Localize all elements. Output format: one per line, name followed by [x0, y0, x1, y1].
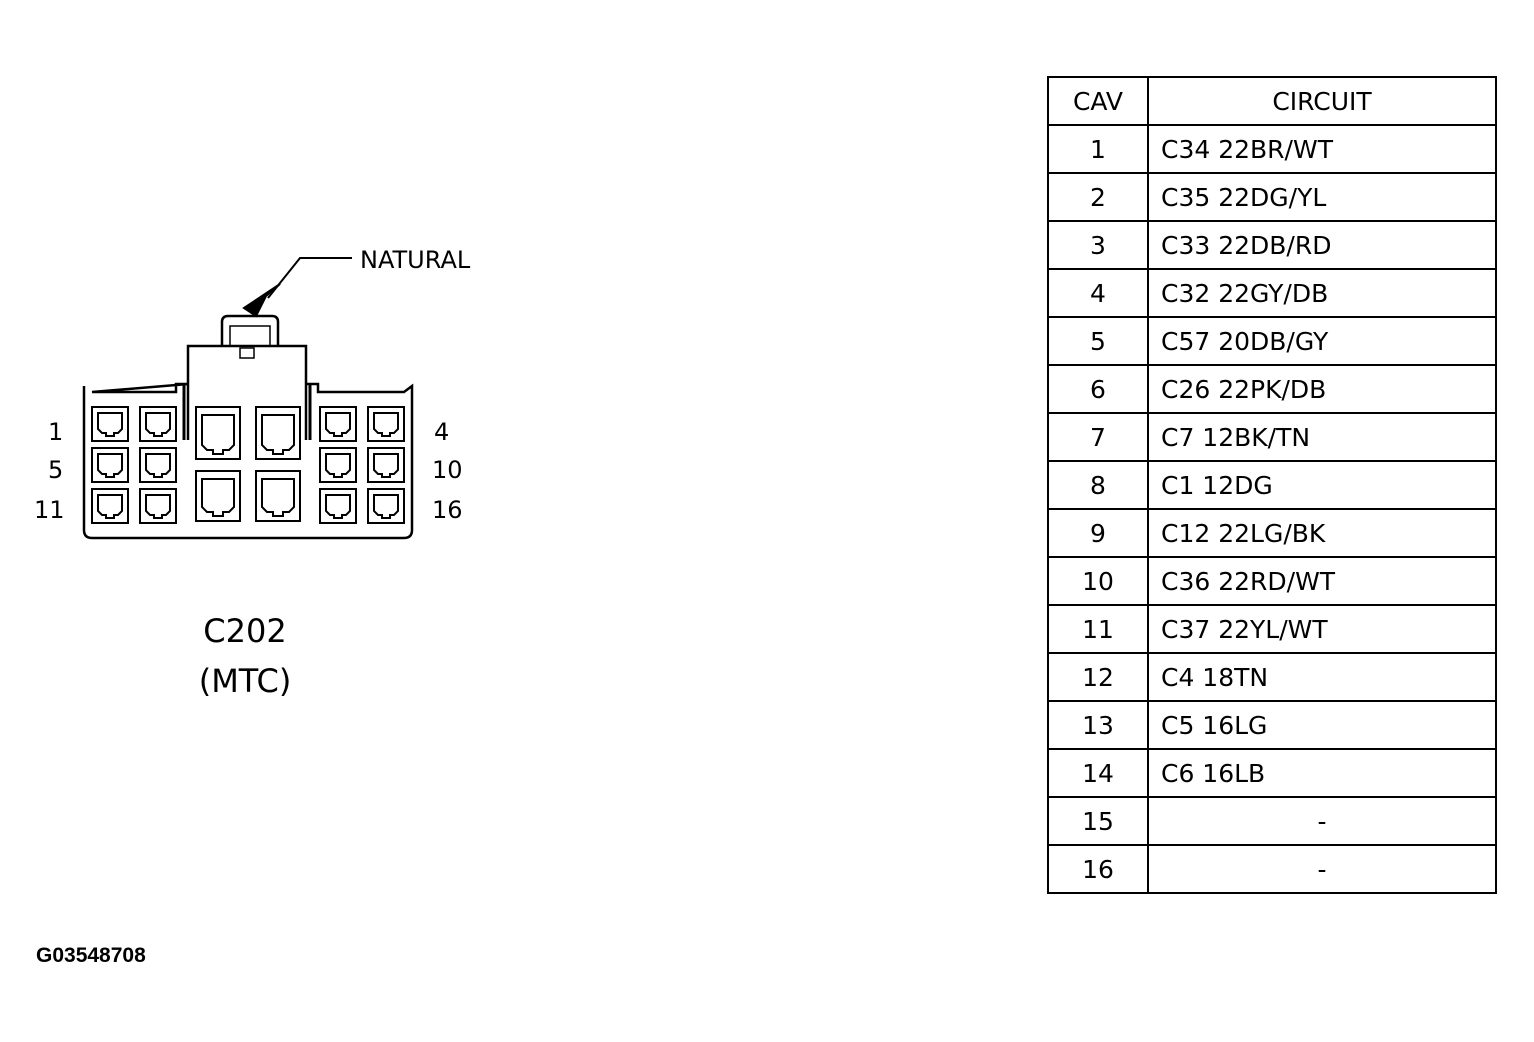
- circuit-value: C36 22RD/WT: [1147, 556, 1497, 606]
- pin-label-4: 4: [434, 418, 449, 446]
- table-row: 15-: [1047, 796, 1497, 846]
- circuit-value: -: [1147, 844, 1497, 894]
- cav-number: 11: [1047, 604, 1149, 654]
- circuit-value: C34 22BR/WT: [1147, 124, 1497, 174]
- cavity-grid: [91, 406, 405, 524]
- pin-label-5: 5: [48, 456, 63, 484]
- cav-number: 2: [1047, 172, 1149, 222]
- circuit-value: C5 16LG: [1147, 700, 1497, 750]
- cavity-terminal: [319, 447, 357, 483]
- housing-body: [82, 382, 414, 540]
- cavity-terminal: [91, 488, 129, 524]
- pointer-arrowhead: [242, 283, 281, 318]
- cav-number: 15: [1047, 796, 1149, 846]
- cav-number: 3: [1047, 220, 1149, 270]
- cavity-terminal: [319, 488, 357, 524]
- cav-number: 5: [1047, 316, 1149, 366]
- cavity-terminal: [139, 447, 177, 483]
- circuit-value: C6 16LB: [1147, 748, 1497, 798]
- pin-label-1: 1: [48, 418, 63, 446]
- cav-number: 10: [1047, 556, 1149, 606]
- connector-name: C202: [203, 612, 286, 650]
- cavity-terminal: [367, 447, 405, 483]
- circuit-value: C1 12DG: [1147, 460, 1497, 510]
- connector-variant: (MTC): [199, 662, 292, 700]
- connector-housing: [82, 314, 414, 540]
- circuit-value: C32 22GY/DB: [1147, 268, 1497, 318]
- cav-number: 1: [1047, 124, 1149, 174]
- table-row: 16-: [1047, 844, 1497, 894]
- cav-number: 7: [1047, 412, 1149, 462]
- pin-label-16: 16: [432, 496, 463, 524]
- pin-label-10: 10: [432, 456, 463, 484]
- header-cav: CAV: [1047, 76, 1149, 126]
- cavity-terminal: [91, 406, 129, 442]
- table-header-row: CAV CIRCUIT: [1047, 76, 1497, 126]
- cavity-terminal-large: [195, 406, 241, 460]
- cav-number: 9: [1047, 508, 1149, 558]
- header-circuit: CIRCUIT: [1147, 76, 1497, 126]
- circuit-value: C33 22DB/RD: [1147, 220, 1497, 270]
- cav-number: 12: [1047, 652, 1149, 702]
- circuit-value: C26 22PK/DB: [1147, 364, 1497, 414]
- cav-number: 8: [1047, 460, 1149, 510]
- cav-number: 14: [1047, 748, 1149, 798]
- cavity-terminal-large: [195, 470, 241, 522]
- cavity-terminal: [367, 488, 405, 524]
- natural-label: NATURAL: [360, 246, 471, 274]
- center-block: [186, 344, 308, 440]
- natural-pointer: [242, 257, 352, 318]
- lock-tab: [220, 314, 280, 346]
- circuit-value: -: [1147, 796, 1497, 846]
- cav-number: 16: [1047, 844, 1149, 894]
- cavity-terminal: [139, 406, 177, 442]
- circuit-value: C12 22LG/BK: [1147, 508, 1497, 558]
- pointer-leader-line: [267, 257, 352, 299]
- figure-code: G03548708: [36, 944, 146, 967]
- circuit-value: C37 22YL/WT: [1147, 604, 1497, 654]
- cavity-terminal: [139, 488, 177, 524]
- cavity-terminal: [91, 447, 129, 483]
- circuit-value: C7 12BK/TN: [1147, 412, 1497, 462]
- pin-label-11: 11: [34, 496, 65, 524]
- cav-number: 4: [1047, 268, 1149, 318]
- connector-diagram: NATURAL 1 5 11 4 10 16 C202 (MTC): [34, 246, 471, 700]
- latch-window: [239, 347, 255, 359]
- cav-number: 13: [1047, 700, 1149, 750]
- cavity-terminal-large: [255, 470, 301, 522]
- cavity-terminal: [319, 406, 357, 442]
- cavity-terminal: [367, 406, 405, 442]
- cavity-terminal-large: [255, 406, 301, 460]
- cav-number: 6: [1047, 364, 1149, 414]
- circuit-value: C35 22DG/YL: [1147, 172, 1497, 222]
- circuit-value: C4 18TN: [1147, 652, 1497, 702]
- circuit-value: C57 20DB/GY: [1147, 316, 1497, 366]
